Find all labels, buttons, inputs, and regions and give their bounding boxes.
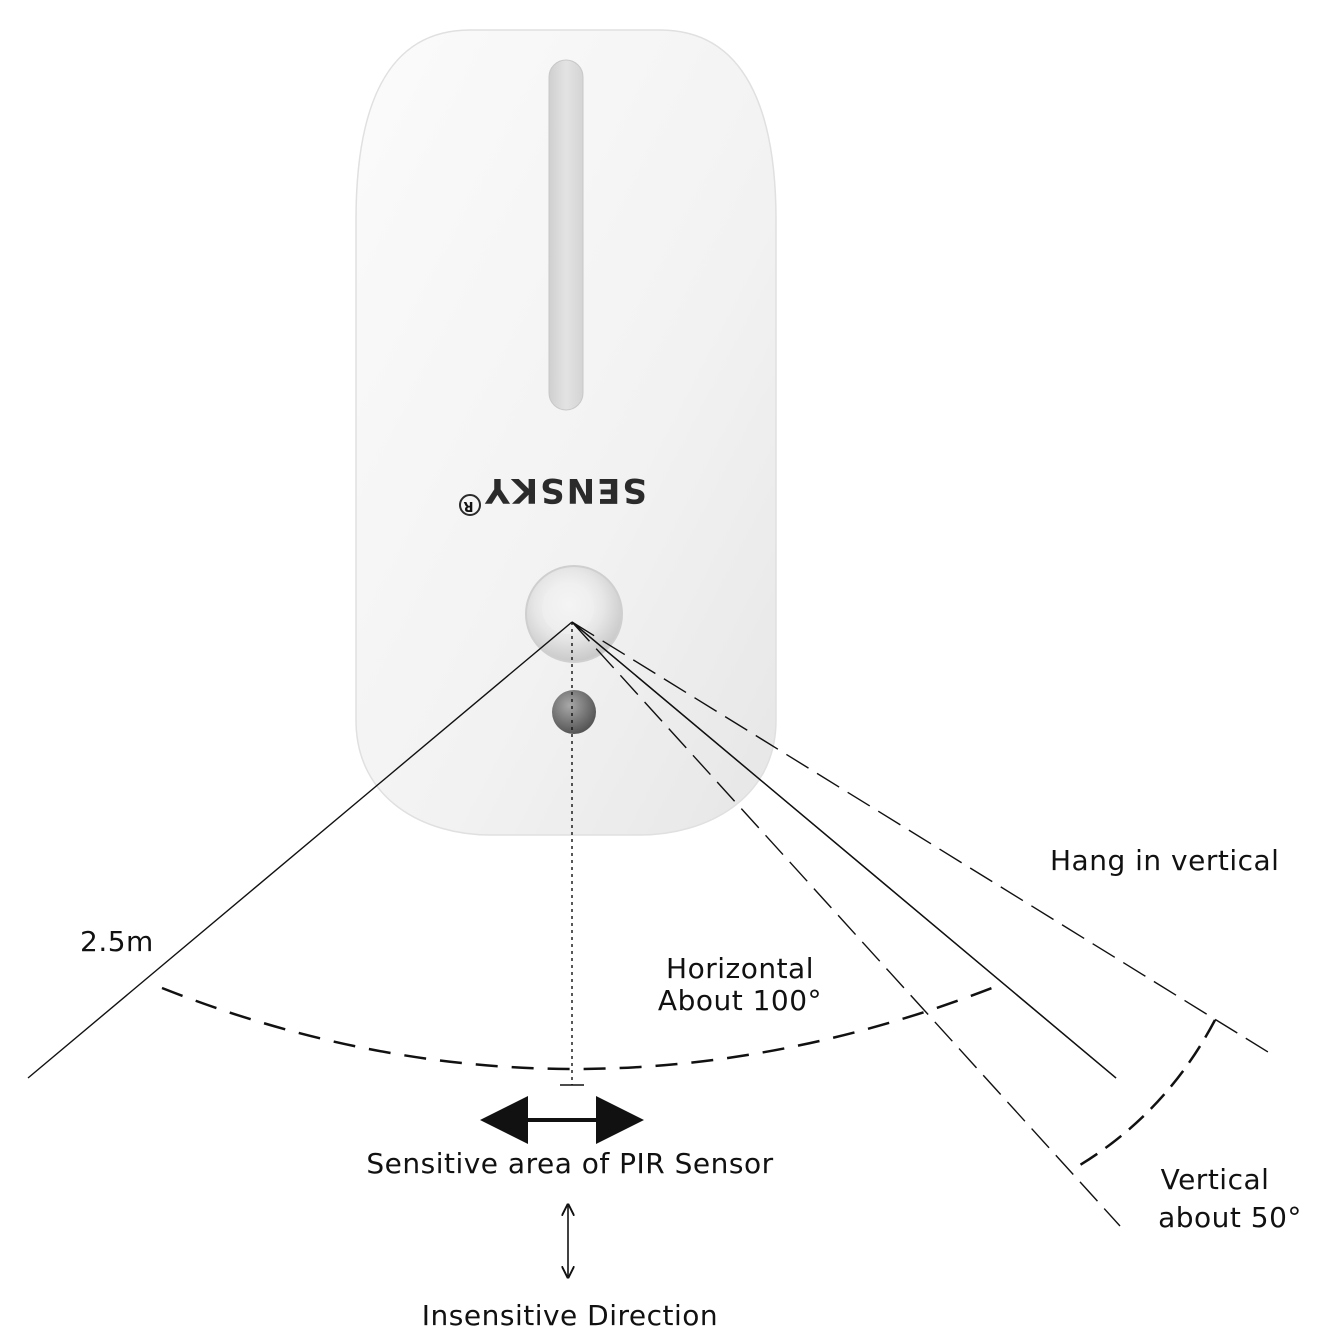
light-sensor-photocell bbox=[552, 690, 596, 734]
light-bar bbox=[548, 59, 584, 411]
horizontal-angle-arc bbox=[161, 986, 993, 1071]
vertical-angle-label-2: about 50° bbox=[1158, 1201, 1302, 1234]
horizontal-angle-label-2: About 100° bbox=[657, 984, 823, 1017]
range-label: 2.5m bbox=[80, 925, 154, 958]
vertical-detection-lines bbox=[571, 621, 1269, 1227]
registered-mark: R bbox=[463, 498, 474, 513]
sensitive-area-label: Sensitive area of PIR Sensor bbox=[366, 1147, 774, 1180]
insensitive-direction-label: Insensitive Direction bbox=[421, 1299, 719, 1332]
night-light-device bbox=[355, 29, 777, 836]
vertical-upper-boundary bbox=[571, 621, 1269, 1053]
horizontal-left-boundary bbox=[27, 621, 573, 1079]
vertical-lower-boundary bbox=[571, 621, 1121, 1227]
device-body bbox=[355, 29, 777, 836]
vertical-angle-label-1: Vertical bbox=[1160, 1163, 1270, 1196]
vertical-middle-line bbox=[571, 621, 1117, 1079]
pir-sensor-lens-inner bbox=[542, 582, 594, 634]
hang-vertical-label: Hang in vertical bbox=[1050, 844, 1280, 877]
registered-mark-circle bbox=[459, 494, 481, 516]
vertical-angle-arc bbox=[1074, 1019, 1217, 1170]
horizontal-angle-label-1: Horizontal bbox=[666, 952, 814, 985]
brand-logo: SENSKY bbox=[483, 470, 647, 510]
